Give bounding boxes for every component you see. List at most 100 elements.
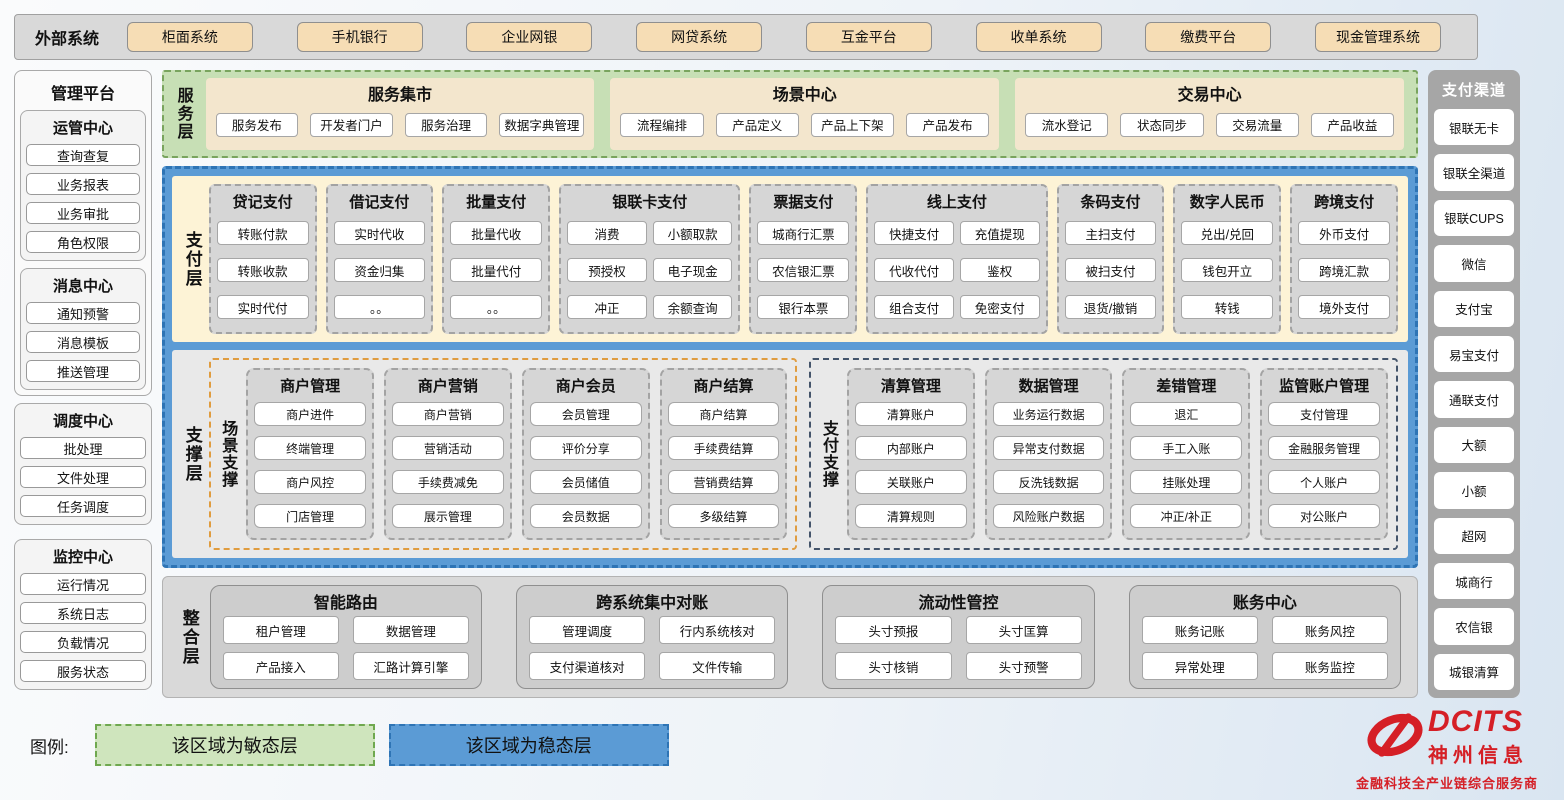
payment-channel-button[interactable]: 城商行 bbox=[1434, 562, 1514, 600]
support-function-button[interactable]: 商户进件 bbox=[254, 402, 367, 426]
management-function-button[interactable]: 任务调度 bbox=[20, 495, 146, 517]
management-function-button[interactable]: 通知预警 bbox=[26, 302, 140, 324]
payment-channel-button[interactable]: 农信银 bbox=[1434, 608, 1514, 645]
payment-channel-button[interactable]: 大额 bbox=[1434, 426, 1514, 464]
integration-function-button[interactable]: 汇路计算引擎 bbox=[352, 652, 470, 680]
external-system-button[interactable]: 现金管理系统 bbox=[1315, 22, 1442, 52]
payment-channel-button[interactable]: 银联CUPS bbox=[1434, 199, 1514, 237]
support-function-button[interactable]: 冲正/补正 bbox=[1130, 504, 1243, 528]
payment-function-button[interactable]: 境外支付 bbox=[1298, 295, 1391, 319]
payment-function-button[interactable]: 被扫支付 bbox=[1064, 258, 1157, 282]
external-system-button[interactable]: 网贷系统 bbox=[636, 22, 763, 52]
integration-function-button[interactable]: 账务风控 bbox=[1271, 616, 1388, 644]
management-function-button[interactable]: 角色权限 bbox=[26, 231, 140, 253]
integration-function-button[interactable]: 账务记账 bbox=[1141, 616, 1258, 644]
support-function-button[interactable]: 内部账户 bbox=[854, 436, 967, 460]
support-function-button[interactable]: 商户结算 bbox=[667, 402, 780, 426]
integration-function-button[interactable]: 租户管理 bbox=[222, 616, 339, 644]
management-function-button[interactable]: 批处理 bbox=[20, 437, 146, 459]
service-function-button[interactable]: 服务治理 bbox=[404, 112, 488, 137]
service-function-button[interactable]: 状态同步 bbox=[1120, 112, 1204, 137]
support-function-button[interactable]: 金融服务管理 bbox=[1268, 436, 1380, 460]
service-function-button[interactable]: 交易流量 bbox=[1215, 112, 1299, 137]
management-function-button[interactable]: 文件处理 bbox=[20, 466, 146, 488]
support-function-button[interactable]: 门店管理 bbox=[254, 504, 367, 528]
payment-function-button[interactable]: 资金归集 bbox=[333, 258, 426, 282]
support-function-button[interactable]: 退汇 bbox=[1130, 402, 1243, 426]
integration-function-button[interactable]: 管理调度 bbox=[529, 616, 646, 644]
service-function-button[interactable]: 开发者门户 bbox=[310, 112, 393, 137]
payment-channel-button[interactable]: 银联无卡 bbox=[1434, 109, 1514, 146]
payment-function-button[interactable]: 银行本票 bbox=[757, 295, 850, 319]
payment-function-button[interactable]: 批量代付 bbox=[450, 258, 543, 282]
payment-function-button[interactable]: 余额查询 bbox=[652, 295, 733, 319]
payment-function-button[interactable]: 充值提现 bbox=[959, 221, 1040, 245]
support-function-button[interactable]: 营销活动 bbox=[392, 436, 504, 460]
support-function-button[interactable]: 关联账户 bbox=[854, 470, 967, 494]
payment-channel-button[interactable]: 城银清算 bbox=[1434, 653, 1514, 691]
support-function-button[interactable]: 支付管理 bbox=[1268, 402, 1380, 426]
payment-function-button[interactable]: 消费 bbox=[567, 221, 647, 245]
support-function-button[interactable]: 业务运行数据 bbox=[992, 402, 1105, 426]
service-function-button[interactable]: 流水登记 bbox=[1025, 112, 1109, 137]
integration-function-button[interactable]: 头寸匡算 bbox=[965, 616, 1082, 644]
payment-function-button[interactable]: 冲正 bbox=[567, 295, 647, 319]
integration-function-button[interactable]: 文件传输 bbox=[659, 652, 776, 680]
payment-function-button[interactable]: 兑出/兑回 bbox=[1181, 221, 1274, 245]
payment-function-button[interactable]: 转钱 bbox=[1181, 295, 1274, 319]
payment-function-button[interactable]: 快捷支付 bbox=[874, 221, 954, 245]
support-function-button[interactable]: 会员储值 bbox=[529, 470, 642, 494]
payment-channel-button[interactable]: 支付宝 bbox=[1434, 290, 1514, 327]
management-function-button[interactable]: 负载情况 bbox=[20, 631, 146, 653]
integration-function-button[interactable]: 头寸预警 bbox=[965, 652, 1082, 680]
external-system-button[interactable]: 手机银行 bbox=[296, 22, 423, 52]
integration-function-button[interactable]: 数据管理 bbox=[352, 616, 470, 644]
service-function-button[interactable]: 产品上下架 bbox=[810, 112, 894, 137]
support-function-button[interactable]: 手工入账 bbox=[1130, 436, 1243, 460]
payment-function-button[interactable]: 预授权 bbox=[567, 258, 647, 282]
service-function-button[interactable]: 产品发布 bbox=[906, 112, 990, 137]
management-function-button[interactable]: 查询查复 bbox=[26, 144, 140, 166]
support-function-button[interactable]: 清算账户 bbox=[854, 402, 967, 426]
support-function-button[interactable]: 商户营销 bbox=[392, 402, 504, 426]
management-function-button[interactable]: 业务审批 bbox=[26, 202, 140, 224]
external-system-button[interactable]: 企业网银 bbox=[466, 22, 593, 52]
payment-function-button[interactable]: 跨境汇款 bbox=[1298, 258, 1391, 282]
payment-channel-button[interactable]: 易宝支付 bbox=[1434, 335, 1514, 373]
service-function-button[interactable]: 服务发布 bbox=[215, 112, 299, 137]
payment-function-button[interactable]: 。。 bbox=[333, 295, 426, 319]
external-system-button[interactable]: 互金平台 bbox=[805, 22, 932, 52]
management-function-button[interactable]: 业务报表 bbox=[26, 173, 140, 195]
payment-function-button[interactable]: 城商行汇票 bbox=[757, 221, 850, 245]
external-system-button[interactable]: 柜面系统 bbox=[126, 22, 253, 52]
integration-function-button[interactable]: 异常处理 bbox=[1141, 652, 1258, 680]
support-function-button[interactable]: 营销费结算 bbox=[667, 470, 780, 494]
external-system-button[interactable]: 收单系统 bbox=[975, 22, 1102, 52]
support-function-button[interactable]: 多级结算 bbox=[667, 504, 780, 528]
payment-channel-button[interactable]: 银联全渠道 bbox=[1434, 154, 1514, 191]
support-function-button[interactable]: 终端管理 bbox=[254, 436, 367, 460]
payment-function-button[interactable]: 。。 bbox=[450, 295, 543, 319]
payment-function-button[interactable]: 钱包开立 bbox=[1181, 258, 1274, 282]
support-function-button[interactable]: 个人账户 bbox=[1268, 470, 1380, 494]
integration-function-button[interactable]: 账务监控 bbox=[1271, 652, 1388, 680]
management-function-button[interactable]: 推送管理 bbox=[26, 360, 140, 382]
payment-channel-button[interactable]: 超网 bbox=[1434, 517, 1514, 554]
external-system-button[interactable]: 缴费平台 bbox=[1145, 22, 1272, 52]
payment-function-button[interactable]: 免密支付 bbox=[959, 295, 1040, 319]
management-function-button[interactable]: 消息模板 bbox=[26, 331, 140, 353]
management-function-button[interactable]: 服务状态 bbox=[20, 660, 146, 682]
support-function-button[interactable]: 会员管理 bbox=[529, 402, 642, 426]
integration-function-button[interactable]: 头寸核销 bbox=[835, 652, 952, 680]
service-function-button[interactable]: 数据字典管理 bbox=[499, 112, 585, 137]
payment-function-button[interactable]: 批量代收 bbox=[450, 221, 543, 245]
support-function-button[interactable]: 反洗钱数据 bbox=[992, 470, 1105, 494]
payment-function-button[interactable]: 农信银汇票 bbox=[757, 258, 850, 282]
payment-function-button[interactable]: 转账收款 bbox=[216, 258, 309, 282]
payment-function-button[interactable]: 转账付款 bbox=[216, 221, 309, 245]
payment-channel-button[interactable]: 通联支付 bbox=[1434, 381, 1514, 418]
payment-function-button[interactable]: 代收代付 bbox=[874, 258, 954, 282]
support-function-button[interactable]: 挂账处理 bbox=[1130, 470, 1243, 494]
payment-function-button[interactable]: 实时代付 bbox=[216, 295, 309, 319]
payment-function-button[interactable]: 组合支付 bbox=[874, 295, 954, 319]
